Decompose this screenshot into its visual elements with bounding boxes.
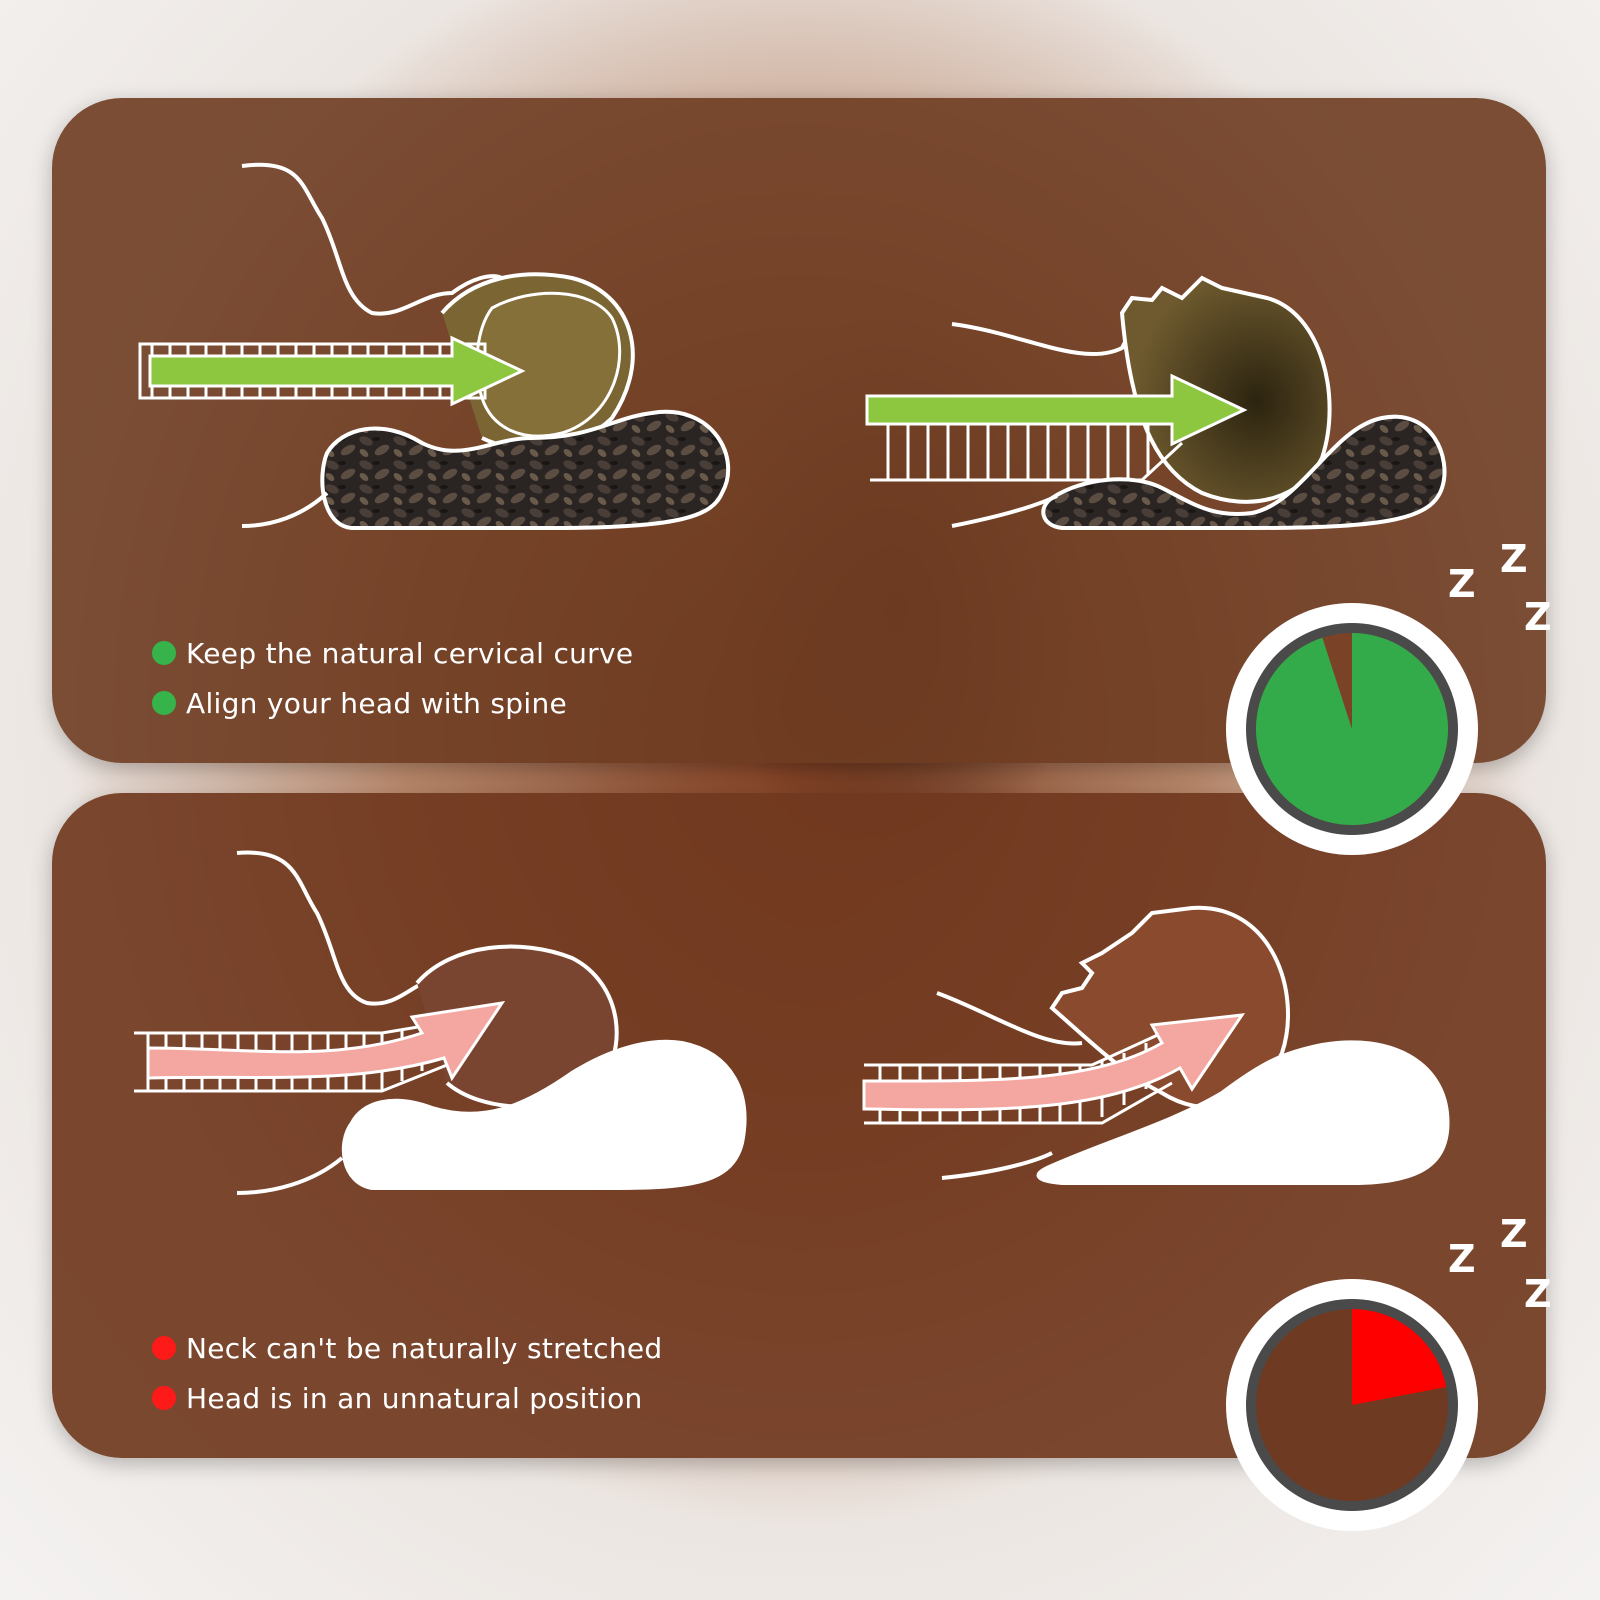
spine-arrow-icon <box>146 1000 506 1082</box>
drawbacks-list: Neck can't be naturally stretched Head i… <box>152 1323 663 1423</box>
buckwheat-pillow <box>320 409 731 530</box>
meter-fill-bad <box>1352 1309 1447 1405</box>
side-sleeper-figure <box>138 162 731 530</box>
red-dot-icon <box>152 1386 176 1410</box>
green-dot-icon <box>152 691 176 715</box>
spine-arrow-icon <box>865 373 1248 447</box>
drawback-item: Head is in an unnatural position <box>152 1373 663 1423</box>
foam-pillow <box>341 1039 747 1190</box>
meter-fill-good <box>1256 633 1448 825</box>
foam-pillow <box>1036 1040 1450 1185</box>
spine-arrow-icon <box>862 1013 1246 1112</box>
benefits-list: Keep the natural cervical curve Align yo… <box>152 628 633 728</box>
good-posture-panel: Keep the natural cervical curve Align yo… <box>52 98 1546 763</box>
good-posture-illustration <box>138 162 1447 530</box>
side-sleeper-figure <box>134 850 747 1195</box>
benefit-item: Align your head with spine <box>152 678 633 728</box>
drawback-item: Neck can't be naturally stretched <box>152 1323 663 1373</box>
green-dot-icon <box>152 641 176 665</box>
red-dot-icon <box>152 1336 176 1360</box>
spine-arrow-icon <box>148 335 526 407</box>
sleep-meter-icon <box>1226 1279 1478 1531</box>
sleep-meter-icon <box>1226 603 1478 855</box>
back-sleeper-figure <box>862 905 1450 1185</box>
bad-posture-illustration <box>134 850 1450 1195</box>
benefit-item: Keep the natural cervical curve <box>152 628 633 678</box>
back-sleeper-figure <box>865 275 1447 530</box>
buckwheat-pillow <box>1041 414 1447 530</box>
